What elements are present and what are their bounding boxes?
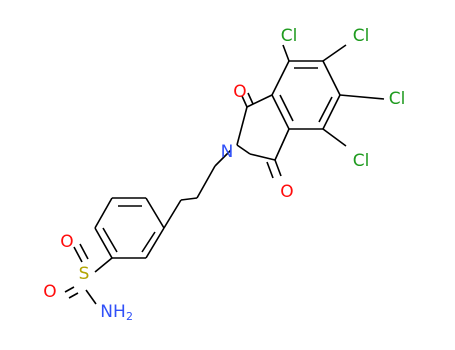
bond bbox=[94, 257, 113, 273]
bond bbox=[64, 286, 75, 293]
nitrogen-atom-label: N bbox=[221, 142, 234, 162]
bond bbox=[266, 161, 274, 179]
oxygen-atom-label: O bbox=[280, 182, 293, 202]
oxygen-atom-label: O bbox=[60, 232, 73, 252]
bond bbox=[322, 94, 341, 130]
chlorine-atom-label: Cl bbox=[389, 89, 406, 109]
bond bbox=[322, 44, 347, 62]
bond bbox=[94, 197, 113, 229]
bond bbox=[274, 159, 282, 177]
bond bbox=[322, 60, 341, 96]
bond bbox=[196, 165, 216, 199]
bond bbox=[68, 292, 79, 299]
bond bbox=[271, 60, 290, 96]
bond bbox=[102, 227, 118, 253]
bond bbox=[247, 92, 254, 105]
oxygen-atom-label: O bbox=[43, 282, 56, 302]
bond bbox=[274, 128, 290, 161]
amine-nitrogen-label: NH bbox=[100, 302, 126, 322]
amine-subscript-label: 2 bbox=[126, 310, 133, 323]
bond bbox=[339, 94, 385, 100]
oxygen-atom-label: O bbox=[233, 82, 246, 102]
bond bbox=[241, 95, 248, 108]
bond bbox=[145, 197, 165, 229]
bond bbox=[249, 153, 276, 161]
bond bbox=[236, 106, 248, 146]
chlorine-atom-label: Cl bbox=[353, 26, 370, 46]
bond bbox=[145, 227, 165, 259]
bond bbox=[246, 94, 273, 108]
bond bbox=[271, 94, 290, 130]
bond bbox=[141, 231, 156, 253]
bond bbox=[73, 246, 83, 263]
bond bbox=[79, 243, 89, 260]
chlorine-atom-label: Cl bbox=[281, 26, 298, 46]
sulfur-atom-label: S bbox=[79, 264, 90, 284]
bond bbox=[282, 44, 290, 62]
bond bbox=[214, 149, 232, 167]
bond bbox=[163, 199, 182, 229]
bond bbox=[94, 227, 113, 259]
chlorine-atom-label: Cl bbox=[353, 151, 370, 171]
bond bbox=[180, 197, 198, 201]
bond bbox=[322, 128, 347, 147]
bond bbox=[85, 289, 97, 305]
bond bbox=[236, 144, 251, 155]
bond bbox=[279, 94, 294, 122]
bond bbox=[318, 96, 333, 123]
